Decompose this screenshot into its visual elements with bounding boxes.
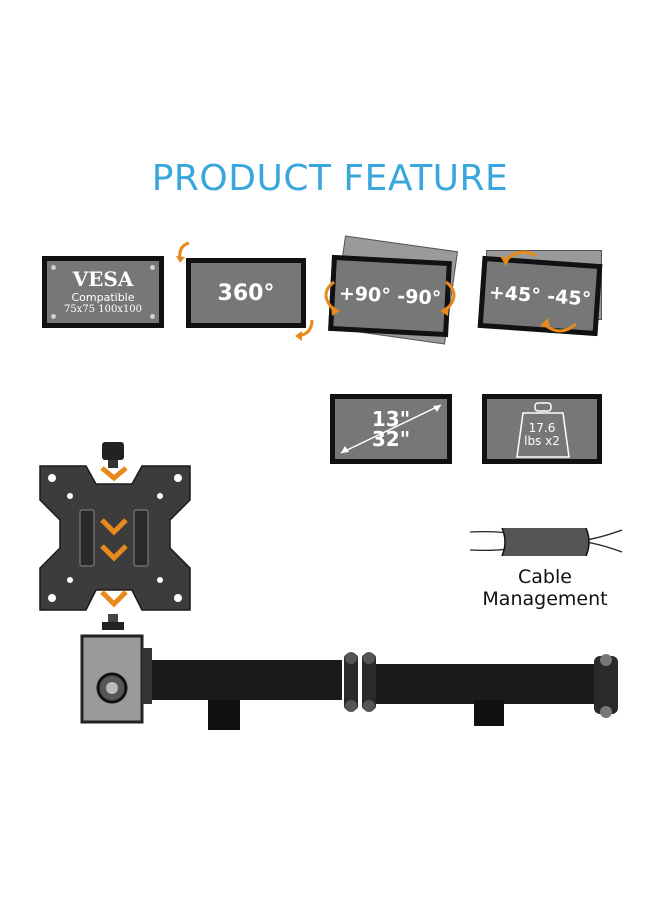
rotate-arrow-icon (540, 318, 577, 333)
rotate-arrow-icon (295, 319, 314, 341)
rotate-arrow-icon (324, 280, 340, 316)
swivel-feature-card: 360° (186, 258, 306, 328)
vesa-feature-card: VESA Compatible 75x75 100x100 (42, 256, 164, 328)
min-size-label: 13" (371, 407, 411, 431)
minus-45-label: -45° (546, 285, 592, 311)
vesa-plate-illustration (39, 442, 191, 630)
page-title: PRODUCT FEATURE (151, 158, 509, 199)
weight-unit: lbs x2 (524, 434, 560, 448)
size-diagonal-icon (340, 404, 442, 454)
cable-management-label: Cable Management (470, 566, 620, 610)
plus-45-label: +45° (488, 281, 542, 308)
swivel-label: 360° (217, 280, 275, 306)
monitor-arm-illustration (80, 634, 618, 730)
cable-label-line2: Management (482, 588, 608, 610)
cable-label-line1: Cable (518, 566, 572, 588)
vesa-compatible-label: Compatible (71, 291, 135, 304)
vesa-label: VESA (72, 267, 134, 291)
weight-capacity-card: 17.6 lbs x2 (482, 394, 602, 464)
screen-size-card: 13" 32" (330, 394, 452, 464)
vesa-sizes-label: 75x75 100x100 (63, 304, 143, 315)
max-size-label: 32" (371, 427, 411, 451)
down-chevron-icon (100, 466, 128, 562)
rotate-arrow-icon (500, 250, 537, 266)
weight-value: 17.6 (528, 420, 556, 435)
weight-icon (516, 402, 570, 458)
rotate-arrow-icon (176, 241, 190, 263)
rotate-arrow-icon (440, 280, 456, 316)
cable-icon (469, 527, 623, 557)
